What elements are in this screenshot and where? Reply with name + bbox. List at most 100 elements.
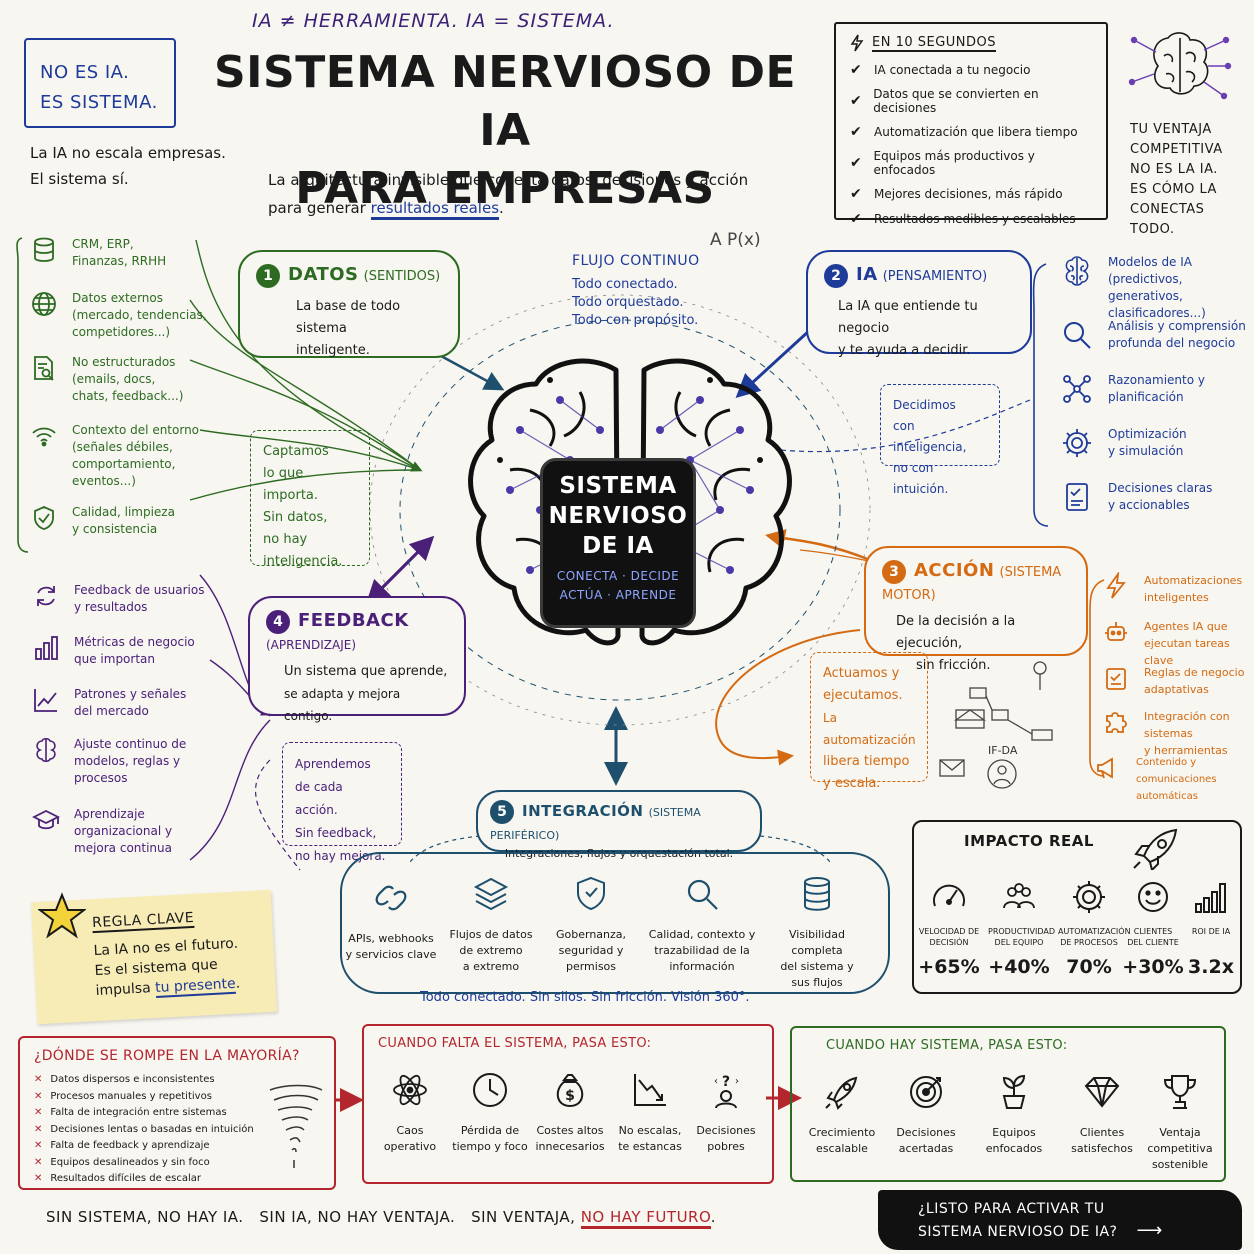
key-rule-title-text: REGLA CLAVE — [91, 909, 195, 934]
desc-line: La IA que entiende tu negocio — [838, 299, 978, 336]
integration-panel — [340, 852, 890, 994]
link-icon — [375, 885, 407, 911]
item-line: Clientes — [1079, 1126, 1125, 1139]
item-line: trazabilidad de la — [654, 944, 750, 957]
flow-line: Todo conectado. — [572, 277, 678, 292]
x-icon: ✕ — [34, 1090, 43, 1102]
item-line: profunda del negocio — [1108, 336, 1236, 350]
note-decidimos: Decidimos con inteligencia, no con intui… — [880, 384, 1000, 496]
check-icon: ✔ — [850, 62, 862, 78]
svg-text:›: › — [735, 1076, 739, 1087]
bar-chart-icon — [35, 636, 58, 660]
check-icon: ✔ — [850, 93, 862, 109]
page-title: SISTEMA NERVIOSO DE IA PARA EMPRESAS — [200, 44, 810, 218]
bar-chart-icon — [1195, 883, 1226, 913]
item-line: Decisiones claras — [1108, 481, 1213, 495]
breakdown-item: ✕Falta de feedback y aprendizaje — [34, 1138, 320, 1155]
item-line: Pérdida de — [460, 1124, 520, 1137]
metric-label: VELOCIDAD DE — [918, 927, 980, 936]
item-line: y servicios clave — [345, 948, 437, 961]
item-line: organizacional y — [74, 824, 173, 838]
ten-seconds-item-text: Automatización que libera tiempo — [874, 125, 1078, 139]
workflow-doodle-icon — [939, 661, 1053, 789]
speedometer-icon — [933, 884, 965, 907]
item-line: de extremo — [459, 944, 523, 957]
cta-line: SISTEMA NERVIOSO DE IA? ⟶ — [918, 1220, 1242, 1243]
ia-item: Optimización y simulación — [1060, 426, 1187, 460]
item-line: y simulación — [1108, 444, 1184, 458]
not-ai-sub1: La IA no escala empresas. — [30, 144, 226, 162]
item-line: sostenible — [1151, 1158, 1209, 1171]
item-line: Feedback de usuarios — [74, 583, 205, 597]
breakdown-item: ✕Equipos desalineados y sin foco — [34, 1155, 320, 1172]
rocket-icon — [1133, 828, 1178, 870]
ten-seconds-item: ✔ Automatización que libera tiempo — [850, 124, 1092, 140]
item-line: a extremo — [462, 960, 520, 973]
item-line: Contenido y comunicaciones — [1136, 757, 1217, 785]
rocket-icon — [825, 1076, 858, 1110]
item-line: y herramientas — [1144, 744, 1228, 757]
item-line: planificación — [1108, 390, 1184, 404]
note-line: de cada acción. — [295, 780, 343, 817]
key-rule-pre: impulsa — [95, 979, 156, 1000]
integration-footer: Todo conectado. Sin silos. Sin fricción.… — [420, 990, 750, 1005]
breakdown-text: Falta de feedback y aprendizaje — [50, 1140, 210, 1151]
brain-network-icon — [1128, 32, 1232, 100]
x-icon: ✕ — [34, 1173, 43, 1184]
cta-button[interactable]: ¿LISTO PARA ACTIVAR TU SISTEMA NERVIOSO … — [878, 1190, 1242, 1250]
plant-icon — [1002, 1074, 1026, 1109]
target-icon — [910, 1076, 942, 1108]
item-line: Optimización — [1108, 427, 1187, 441]
item-line: innecesarios — [535, 1140, 605, 1153]
card-title: DATOS — [288, 264, 359, 285]
item-line: Gobernanza, — [555, 928, 627, 941]
svg-text:?: ? — [722, 1074, 730, 1090]
item-line: (predictivos, generativos, — [1108, 272, 1183, 303]
item-line: Calidad, limpieza — [72, 505, 175, 519]
breakdown-box: ¿DÓNDE SE ROMPE EN LA MAYORÍA? ✕Datos di… — [18, 1036, 336, 1190]
refresh-icon — [37, 586, 55, 606]
item-line: permisos — [565, 960, 617, 973]
note-captamos: Captamos lo que importa. Sin datos, no h… — [250, 430, 370, 569]
item-line: CRM, ERP, — [72, 237, 134, 251]
breakdown-text: Falta de integración entre sistemas — [50, 1107, 227, 1118]
note-actuamos: Actuamos y ejecutamos. La automatización… — [810, 652, 928, 791]
tornado-icon — [269, 1084, 323, 1168]
check-icon: ✔ — [850, 124, 862, 140]
item-line: Decisiones — [896, 1126, 956, 1139]
database-icon — [804, 877, 830, 911]
breakdown-item: ✕Resultados difíciles de escalar — [34, 1171, 320, 1188]
item-line: Automatizaciones — [1144, 574, 1243, 587]
smiley-icon — [1138, 882, 1168, 912]
workflow-label: IF-DA — [988, 744, 1018, 757]
money-bag-icon: $ — [556, 1074, 584, 1108]
item-line: mejora continua — [74, 841, 172, 855]
puzzle-icon — [1106, 712, 1127, 733]
metric-value: 3.2x — [1188, 956, 1234, 978]
flow-line: Todo con propósito. — [572, 313, 699, 328]
card-subtitle: (SENTIDOS) — [363, 269, 441, 284]
note-line: Sin feedback, — [295, 826, 377, 840]
breakdown-text: Datos dispersos e inconsistentes — [50, 1074, 215, 1085]
brain-icon — [1065, 256, 1089, 286]
without-system-item: No escalas,te estancas — [608, 1070, 692, 1155]
item-line: pobres — [707, 1140, 745, 1153]
center-sub: ACTÚA · APRENDE — [559, 588, 677, 602]
gear-icon — [1073, 881, 1105, 913]
item-line: Finanzas, RRHH — [72, 254, 167, 268]
title-line1: SISTEMA NERVIOSO DE IA — [213, 47, 797, 156]
item-line: Datos externos — [72, 291, 163, 305]
item-line: Métricas de negocio — [74, 635, 195, 649]
slogan-pre: SIN SISTEMA, NO HAY IA. SIN IA, NO HAY V… — [46, 1208, 581, 1226]
ten-seconds-item: ✔Equipos más productivos y enfocados — [850, 149, 1092, 177]
card-title: ACCIÓN — [914, 560, 995, 581]
